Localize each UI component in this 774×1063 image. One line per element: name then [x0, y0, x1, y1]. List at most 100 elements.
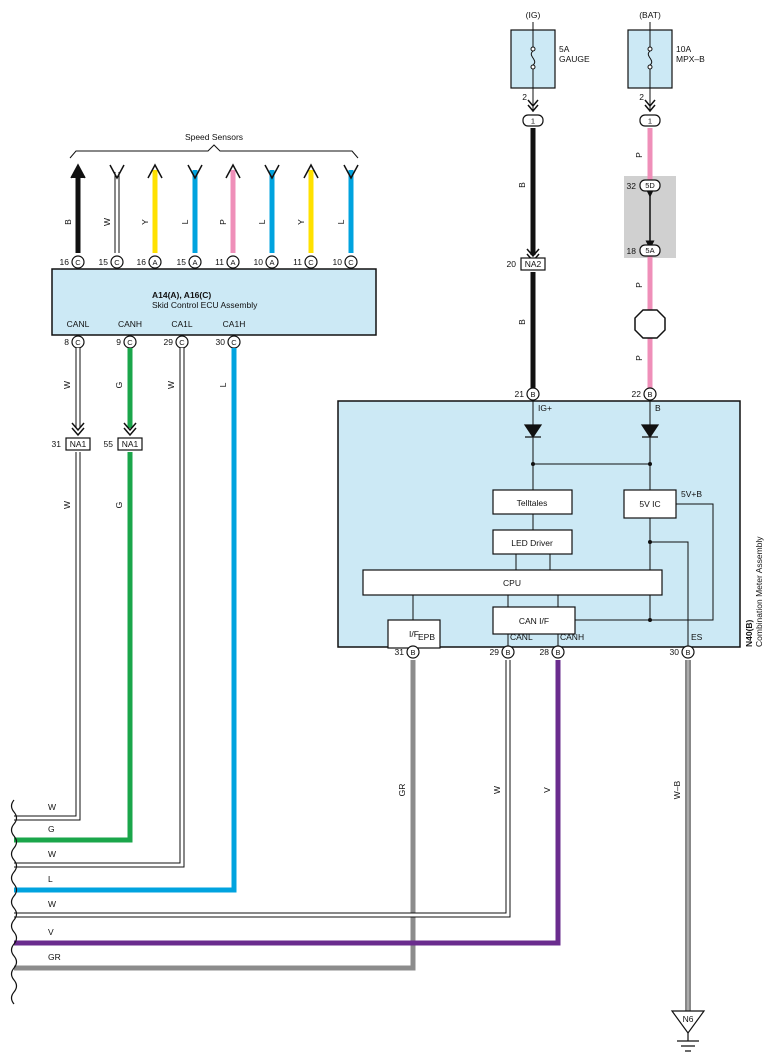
octagon-connector	[634, 309, 666, 339]
sensor-wire-fr-minus: LA15FR–	[177, 164, 203, 283]
skid-ecu-name: Skid Control ECU Assembly	[152, 300, 258, 310]
pin-number: 30	[670, 647, 680, 657]
ground-n6: N6	[670, 1010, 706, 1052]
wire-bat-p: 5D 32 5A 18	[624, 128, 676, 390]
junction-na2-pin: 20	[507, 259, 517, 269]
fuse-source: (IG)	[526, 10, 541, 20]
sensor-wires: BC16FL+WC15FL–YA16FR+LA15FR–PA11RL+LA10R…	[60, 163, 360, 283]
connector-letter: B	[555, 648, 560, 657]
5v-ic-label: 5V IC	[639, 499, 660, 509]
connector-letter: B	[505, 648, 510, 657]
pin-number: 2	[639, 92, 644, 102]
can-if-label: CAN I/F	[519, 616, 549, 626]
bus-wire-code: GR	[48, 952, 61, 962]
sensor-wire-fl-minus: WC15FL–	[99, 164, 125, 283]
combination-meter: B 21 IG+ B 22 B Telltales LED Driver 5V …	[337, 387, 764, 659]
meter-pin-label: EPB	[418, 632, 435, 642]
wire-color-code: G	[114, 502, 124, 509]
wire-color-code: G	[114, 382, 124, 389]
bus-wire-code: G	[48, 824, 55, 834]
telltales-block	[492, 489, 573, 515]
fuse-name: MPX–B	[676, 54, 705, 64]
meter-name: Combination Meter Assembly	[754, 536, 764, 647]
pin-number: 31	[395, 647, 405, 657]
sensor-wire-rl-minus: LA10RL–	[254, 164, 280, 283]
connector-letter: A	[152, 258, 157, 267]
wire-color-code: GR	[397, 784, 407, 797]
pin-number: 11	[293, 257, 302, 267]
speed-sensors-group: Speed Sensors BC16FL+WC15FL–YA16FR+LA15F…	[60, 132, 360, 283]
speed-sensors-brace	[69, 144, 359, 159]
bus-wire-code: W	[48, 849, 56, 859]
wire-epb-gr	[14, 660, 416, 971]
pin-number: 15	[177, 257, 187, 267]
junction-na2-label: NA2	[525, 259, 542, 269]
pin-number: 16	[60, 257, 70, 267]
junction-5a-pin: 18	[627, 246, 637, 256]
meter-pin-conn: B	[530, 390, 535, 399]
cpu-label: CPU	[503, 578, 521, 588]
wire-color-code: P	[634, 355, 644, 361]
wire-color-code: W–B	[672, 780, 682, 799]
meter-label-b: B	[655, 403, 661, 413]
connector-letter: C	[231, 338, 237, 347]
ecu-pin-label: CA1H	[223, 319, 246, 329]
wire-ca1l-w	[14, 348, 185, 868]
5v-b-label: 5V+B	[681, 489, 702, 499]
wire-color-code: V	[542, 787, 552, 793]
pin-number: 9	[116, 337, 121, 347]
connector-letter: A	[230, 258, 235, 267]
ecu-pin-label: CANL	[67, 319, 90, 329]
bus-break-edge	[10, 799, 18, 1005]
pin-number: 8	[64, 337, 69, 347]
connector-letter: C	[75, 338, 81, 347]
sensor-wire-fr-plus: YA16FR+	[137, 163, 163, 283]
bus-wire-code: L	[48, 874, 53, 884]
pin-number: 10	[333, 257, 343, 267]
sensor-wire-rr-plus: YC11RR+	[293, 163, 320, 283]
connector-letter: C	[308, 258, 314, 267]
pin-number: 28	[540, 647, 550, 657]
pin-number: 30	[216, 337, 226, 347]
meter-pin-label: CANL	[510, 632, 533, 642]
pin-number: 16	[137, 257, 147, 267]
pin-number: 10	[254, 257, 264, 267]
wire-color-code: P	[634, 282, 644, 288]
sensor-wire-fl-plus: BC16FL+	[60, 163, 86, 283]
wire-color-code: P	[218, 219, 228, 225]
wire-canl-w	[14, 348, 81, 821]
bus-wire-code: V	[48, 927, 54, 937]
skid-control-ecu: A14(A), A16(C) Skid Control ECU Assembly…	[51, 268, 377, 349]
splice-pin: 31	[52, 439, 62, 449]
wire-color-code: B	[63, 219, 73, 225]
junction-5d-pin: 32	[627, 181, 637, 191]
skid-ecu-box	[51, 268, 377, 336]
connector-letter: C	[348, 258, 354, 267]
pin-number: 29	[164, 337, 174, 347]
bus-wire-code: W	[48, 802, 56, 812]
wire-color-code: W	[166, 381, 176, 389]
connector-letter: C	[75, 258, 81, 267]
sensor-wire-rr-minus: LC10RR–	[333, 164, 360, 283]
fuse-rating: 5A	[559, 44, 570, 54]
meter-pin-22: 22	[632, 389, 642, 399]
sensor-wire-rl-plus: PA11RL+	[215, 163, 241, 283]
ecu-pin-label: CA1L	[171, 319, 193, 329]
meter-box	[337, 400, 741, 648]
wire-color-code: Y	[140, 219, 150, 225]
connector-letter: C	[179, 338, 185, 347]
wire-ig-b: NA2 20	[507, 128, 546, 390]
wire-color-code: L	[336, 219, 346, 224]
wire-color-code: W	[62, 501, 72, 509]
meter-pin-label: ES	[691, 632, 703, 642]
splice-name: NA1	[122, 439, 139, 449]
wire-canh-meter-v	[14, 660, 561, 946]
connector-letter: C	[114, 258, 120, 267]
fuse-source: (BAT)	[639, 10, 661, 20]
